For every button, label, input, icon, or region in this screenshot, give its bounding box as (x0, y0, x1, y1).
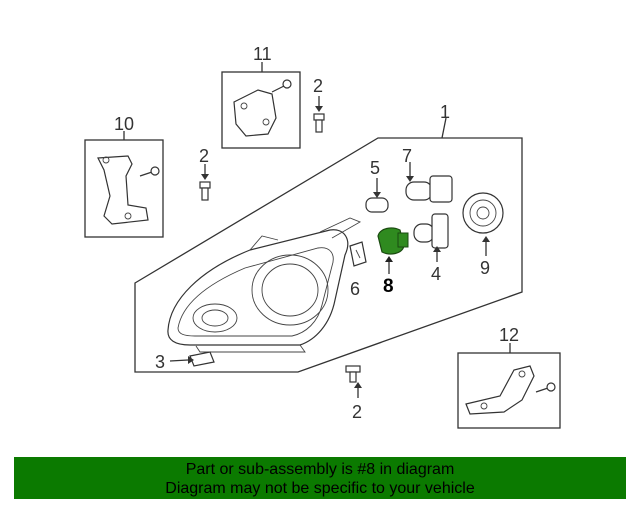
part-10-bracket (97, 155, 160, 225)
callout-9: 9 (480, 258, 490, 278)
callout-2-a: 2 (313, 76, 323, 96)
part-4-bulb (413, 213, 449, 262)
part-11-bracket (233, 79, 292, 137)
callout-1: 1 (440, 102, 450, 122)
leader-1 (441, 117, 447, 139)
callout-12: 12 (499, 325, 519, 345)
part-9-cap (462, 192, 504, 256)
callout-3: 3 (155, 352, 165, 372)
banner-line-2: Diagram may not be specific to your vehi… (165, 480, 475, 497)
callout-5: 5 (370, 158, 380, 178)
callout-10: 10 (114, 114, 134, 134)
callout-6: 6 (350, 279, 360, 299)
parts-diagram: 1 3 6 5 7 (84, 44, 561, 429)
headlight-housing (167, 217, 362, 353)
part-5-bulb (365, 178, 389, 213)
part-7-bulb (405, 162, 453, 203)
part-2-screw-b (199, 164, 211, 201)
part-3-clip (169, 351, 215, 367)
part-6-clip (349, 241, 367, 267)
callout-8: 8 (383, 276, 394, 297)
callout-4: 4 (431, 264, 441, 284)
part-8-socket (377, 227, 409, 274)
callout-2-c: 2 (352, 402, 362, 422)
callout-11: 11 (253, 44, 272, 64)
info-banner: Part or sub-assembly is #8 in diagram Di… (14, 457, 626, 499)
part-2-screw-c (345, 365, 362, 398)
part-2-screw-a (313, 96, 325, 133)
callout-7: 7 (402, 146, 412, 166)
part-12-bracket (465, 365, 556, 415)
banner-line-1: Part or sub-assembly is #8 in diagram (185, 461, 455, 478)
callout-2-b: 2 (199, 146, 209, 166)
